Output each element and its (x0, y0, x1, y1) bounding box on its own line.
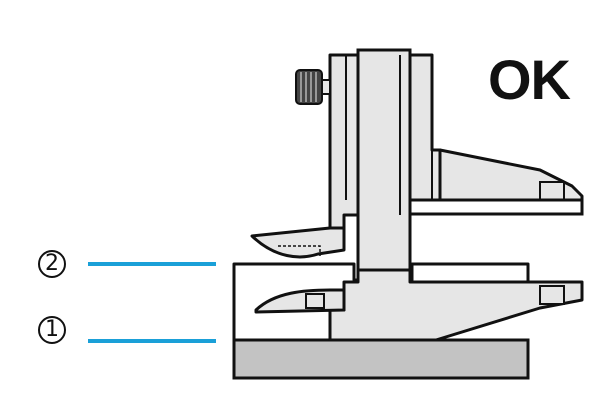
marker-1: 1 (38, 316, 66, 344)
upper-crossbar (408, 198, 584, 216)
lower-jaw-body (328, 268, 584, 342)
main-beam (356, 48, 412, 272)
upper-left-jaw (250, 226, 346, 259)
marker-2: 2 (38, 250, 66, 278)
slider-right (408, 53, 442, 202)
status-ok-label: OK (488, 48, 571, 111)
clamp-screw-knob (295, 69, 323, 105)
slider-body (328, 53, 360, 232)
surface-plate (232, 338, 530, 380)
